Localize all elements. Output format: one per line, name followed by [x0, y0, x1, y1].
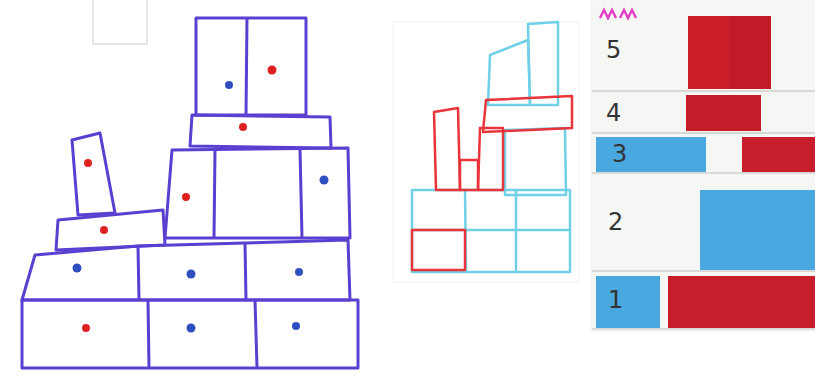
row-number: 5 [606, 38, 621, 62]
faint-mark [93, 0, 147, 44]
row-number: 2 [608, 210, 623, 234]
number-band: 2 [592, 174, 815, 272]
paper-rects [596, 16, 815, 328]
dots [73, 66, 329, 333]
row-number: 3 [612, 142, 627, 166]
cyan-blocks [412, 22, 570, 272]
paper [590, 0, 815, 332]
number-band: 3 [592, 134, 815, 174]
row-number: 1 [608, 288, 623, 312]
paper [393, 22, 579, 282]
row-number: 4 [606, 101, 621, 125]
paper [0, 0, 366, 376]
number-band: 4 [592, 92, 815, 134]
red-blocks [412, 96, 572, 270]
number-band: 1 [592, 272, 815, 330]
purple-blocks [22, 18, 358, 368]
number-band: 5 [592, 12, 815, 92]
